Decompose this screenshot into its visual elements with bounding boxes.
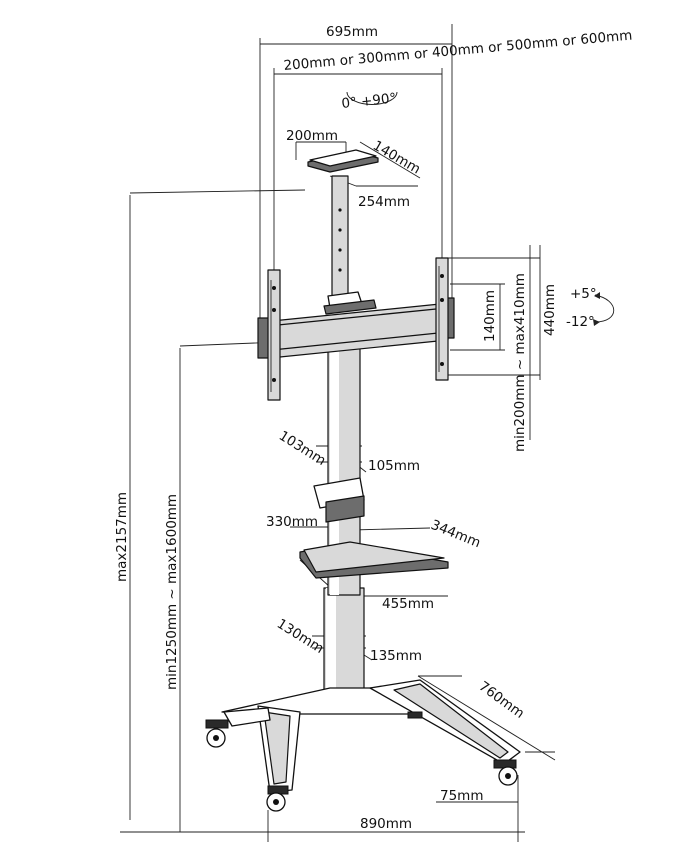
tilt-up-label: +5° — [570, 286, 597, 302]
bracket-height-label: 140mm — [482, 290, 498, 342]
rotation-label: 0° +90° — [341, 90, 397, 112]
bracket-total-height-label: 440mm — [542, 284, 558, 336]
camera-shelf — [307, 149, 379, 173]
caster-rear — [407, 711, 423, 719]
mounting-crossbar — [257, 297, 455, 359]
tilt-down-label: -12° — [566, 314, 595, 330]
base-depth-label: 760mm — [476, 678, 528, 722]
caster-front-center — [266, 785, 289, 812]
shelf-top-front-label: 200mm — [286, 128, 338, 144]
dimension-lines — [120, 24, 614, 842]
left-vesa-bracket — [267, 269, 281, 401]
caster-size-label: 75mm — [440, 788, 483, 804]
vesa-heights-label: min200mm ~ max410mm — [512, 273, 528, 452]
shelf-depth-label: 344mm — [429, 517, 483, 551]
height-range-label: min1250mm ~ max1600mm — [164, 494, 180, 690]
av-shelf — [299, 541, 449, 579]
base — [221, 679, 521, 793]
shelf-top-depth-label: 254mm — [358, 194, 410, 210]
shelf-width-label: 330mm — [266, 514, 318, 530]
right-vesa-bracket — [435, 257, 449, 381]
overall-width-label: 695mm — [326, 24, 378, 40]
tv-stand — [205, 149, 521, 812]
max-height-label: max2157mm — [114, 492, 130, 582]
upper-pole-width-label: 105mm — [368, 458, 420, 474]
lower-pole-width-label: 135mm — [370, 648, 422, 664]
caster-front-left — [205, 719, 229, 748]
upper-pole-depth-label: 103mm — [276, 428, 329, 469]
camera-pole — [331, 175, 349, 303]
shelf-length-label: 455mm — [382, 596, 434, 612]
caster-right — [493, 759, 518, 786]
base-width-label: 890mm — [360, 816, 412, 832]
